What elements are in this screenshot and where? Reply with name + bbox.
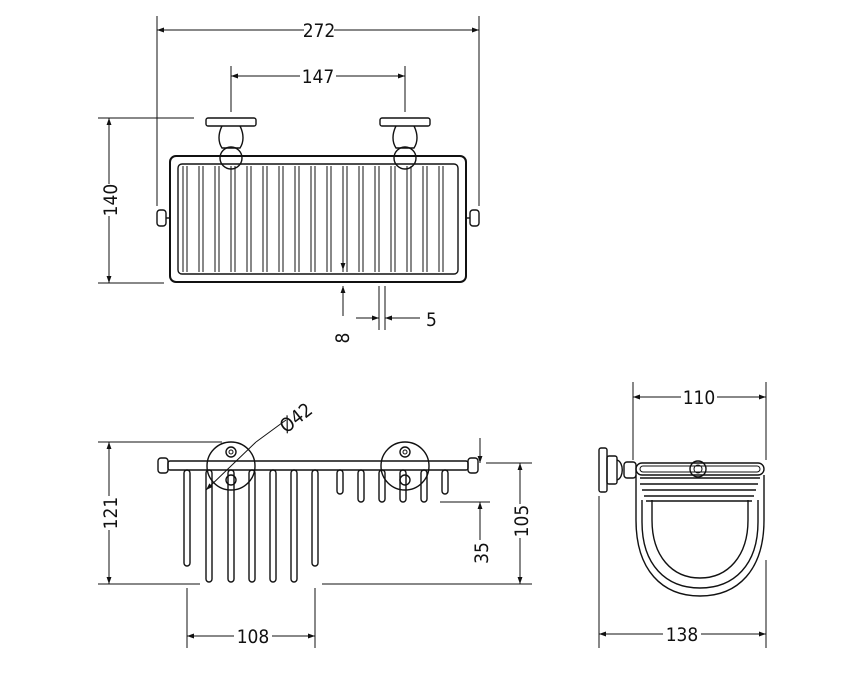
top-view-mount-right [379,117,431,170]
top-view-basket [156,155,480,283]
dim-140: 140 [98,117,194,284]
dim-105: 105 [322,462,533,585]
side-view-basket [598,447,765,597]
side-view: 110 138 [598,382,767,648]
front-view-wires [183,469,449,583]
dim-5: 5 [356,286,437,331]
dim-138: 138 [598,496,767,648]
dim-diameter-42-label: Ø42 [276,399,317,438]
dim-147-label: 147 [302,66,335,88]
dim-110: 110 [632,382,767,460]
dim-105-label: 105 [511,505,533,538]
dim-110-label: 110 [683,387,716,409]
dim-5-label: 5 [426,309,437,331]
dim-108-label: 108 [237,626,270,648]
top-view: 272 147 140 8 5 [98,16,480,343]
top-view-mount-left [205,117,257,170]
dim-108: 108 [186,588,316,648]
front-view-flange-right [380,441,430,491]
dim-121: 121 [98,441,222,585]
dim-121-label: 121 [100,497,122,530]
dim-272: 272 [156,16,480,206]
dim-147: 147 [230,66,406,112]
dim-8-label: 8 [332,333,354,344]
front-view-flange-left [206,441,256,491]
dim-138-label: 138 [666,624,699,646]
dim-8: 8 [332,248,354,343]
front-view-rail [157,457,479,474]
dim-140-label: 140 [100,184,122,217]
dim-272-label: 272 [303,20,336,42]
front-view: Ø42 121 105 35 [98,399,533,648]
dim-35-label: 35 [471,542,493,564]
dim-diameter-42: Ø42 [205,399,317,491]
dim-35: 35 [440,438,493,564]
